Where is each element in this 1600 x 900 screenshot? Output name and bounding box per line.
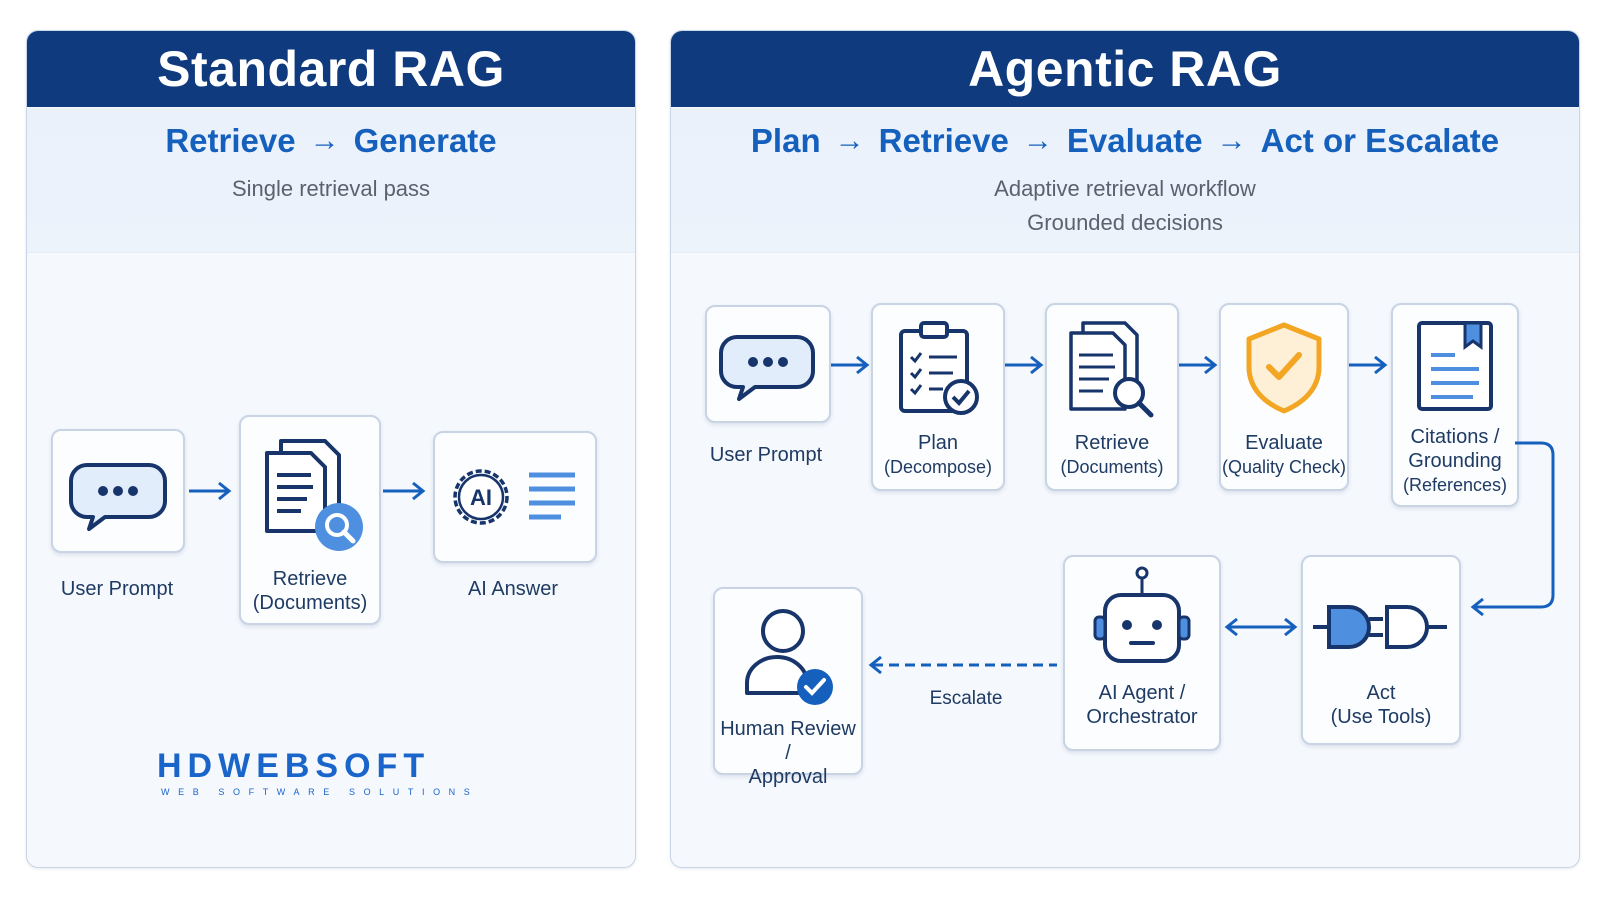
ag-agent-card: AI Agent / Orchestrator <box>1063 555 1221 751</box>
ag-act-label-wrap: Act (Use Tools) <box>1303 681 1459 729</box>
ag-evaluate-label: Evaluate <box>1245 432 1323 454</box>
ag-human-label: Human Review / <box>720 718 856 764</box>
ag-human-review-card: Human Review / Approval <box>713 587 863 788</box>
ag-citations-card: Citations / Grounding (References) <box>1391 303 1519 507</box>
robot-icon <box>1093 566 1191 663</box>
bookmarked-document-icon <box>1417 321 1493 411</box>
std-retrieve-sublabel: (Documents) <box>252 592 368 614</box>
ag-agent-label: AI Agent / <box>1098 682 1186 704</box>
standard-rag-title: Standard RAG <box>27 31 635 107</box>
ag-plan-card: Plan (Decompose) <box>871 303 1005 491</box>
ag-act-card: Act (Use Tools) <box>1301 555 1461 745</box>
ag-human-label-2: Approval <box>748 766 828 788</box>
agentic-rag-title: Agentic RAG <box>671 31 1579 107</box>
ag-citations-label-2: Grounding <box>1408 450 1502 472</box>
flow-step-generate: Generate <box>353 122 497 159</box>
hdwebsoft-tagline: WEB SOFTWARE SOLUTIONS <box>161 787 479 797</box>
standard-subtitle: Single retrieval pass <box>231 176 431 201</box>
documents-search-icon <box>265 439 363 551</box>
standard-flow-line: Retrieve → Generate <box>27 122 635 160</box>
ag-human-label-wrap: Human Review / Approval <box>715 717 861 789</box>
std-arrow-2 <box>383 481 426 501</box>
standard-rag-panel: Standard RAG Retrieve → Generate Single … <box>26 30 636 868</box>
std-ai-answer-card: AI <box>433 431 597 563</box>
std-arrow-1 <box>189 481 232 501</box>
ag-evaluate-card: Evaluate (Quality Check) <box>1219 303 1349 491</box>
shield-check-icon <box>1246 322 1322 414</box>
ag-retrieve-label: Retrieve <box>1074 432 1150 454</box>
std-retrieve-label: Retrieve <box>272 568 348 590</box>
ag-plan-label-wrap: Plan (Decompose) <box>873 431 1003 479</box>
flow-step-act-escalate: Act or Escalate <box>1260 122 1500 159</box>
ag-arrow-2 <box>1005 355 1044 375</box>
checklist-clipboard-icon <box>899 321 979 415</box>
std-retrieve-label-wrap: Retrieve (Documents) <box>241 567 379 615</box>
ag-connector-citations-to-act <box>1470 441 1555 617</box>
flow-arrow-icon: → <box>1216 124 1247 157</box>
ag-arrow-1 <box>831 355 870 375</box>
agentic-flow-line: Plan → Retrieve → Evaluate → Act or Esca… <box>671 122 1579 160</box>
hdwebsoft-logo: HDWEBSOFT <box>157 747 431 785</box>
ag-act-label: Act <box>1366 682 1396 704</box>
ag-retrieve-sublabel: (Documents) <box>1060 457 1164 477</box>
user-approval-icon <box>745 609 833 705</box>
ag-user-prompt-label: User Prompt <box>709 444 823 466</box>
agentic-subtitle-2: Grounded decisions <box>1027 210 1223 235</box>
plug-connector-icon <box>1313 605 1447 649</box>
flow-step-plan: Plan <box>750 122 821 159</box>
flow-step-retrieve: Retrieve <box>878 122 1009 159</box>
flow-arrow-icon: → <box>1022 124 1053 157</box>
ag-user-prompt-card <box>705 305 831 423</box>
chat-bubble-icon <box>719 335 815 401</box>
standard-rag-summary: Retrieve → Generate Single retrieval pas… <box>27 108 635 253</box>
std-ai-answer-label: AI Answer <box>467 578 559 600</box>
flow-arrow-icon: → <box>834 124 865 157</box>
ag-evaluate-sublabel: (Quality Check) <box>1221 457 1347 477</box>
ag-arrow-4 <box>1349 355 1388 375</box>
flow-arrow-icon: → <box>309 124 340 157</box>
ag-citations-sublabel: (References) <box>1402 475 1508 495</box>
agentic-subtitle-1: Adaptive retrieval workflow <box>994 176 1256 201</box>
ag-evaluate-label-wrap: Evaluate (Quality Check) <box>1221 431 1347 479</box>
ag-citations-label-wrap: Citations / Grounding (References) <box>1393 425 1517 497</box>
std-retrieve-card: Retrieve (Documents) <box>239 415 381 625</box>
documents-search-icon <box>1069 321 1154 418</box>
ag-retrieve-label-wrap: Retrieve (Documents) <box>1047 431 1177 479</box>
ag-agent-label-wrap: AI Agent / Orchestrator <box>1065 681 1219 729</box>
chat-bubble-icon <box>69 463 167 531</box>
ag-agent-label-2: Orchestrator <box>1086 706 1198 728</box>
ag-escalate-label: Escalate <box>929 688 1003 709</box>
ag-citations-label: Citations / <box>1410 426 1500 448</box>
flow-step-evaluate: Evaluate <box>1066 122 1203 159</box>
std-user-prompt-label: User Prompt <box>60 578 174 600</box>
ag-plan-sublabel: (Decompose) <box>883 457 993 477</box>
ag-act-sublabel: (Use Tools) <box>1330 706 1432 728</box>
ai-brain-icon <box>453 469 575 525</box>
flow-step-retrieve: Retrieve <box>165 122 296 159</box>
ag-escalate-dashed-arrow <box>868 655 1057 675</box>
std-user-prompt-card <box>51 429 185 553</box>
ag-bidirectional-arrow <box>1224 617 1298 637</box>
ai-badge-text: AI <box>470 485 492 510</box>
agentic-rag-summary: Plan → Retrieve → Evaluate → Act or Esca… <box>671 108 1579 253</box>
ag-retrieve-card: Retrieve (Documents) <box>1045 303 1179 491</box>
ag-plan-label: Plan <box>917 432 959 454</box>
ag-arrow-3 <box>1179 355 1218 375</box>
agentic-rag-panel: Agentic RAG Plan → Retrieve → Evaluate →… <box>670 30 1580 868</box>
